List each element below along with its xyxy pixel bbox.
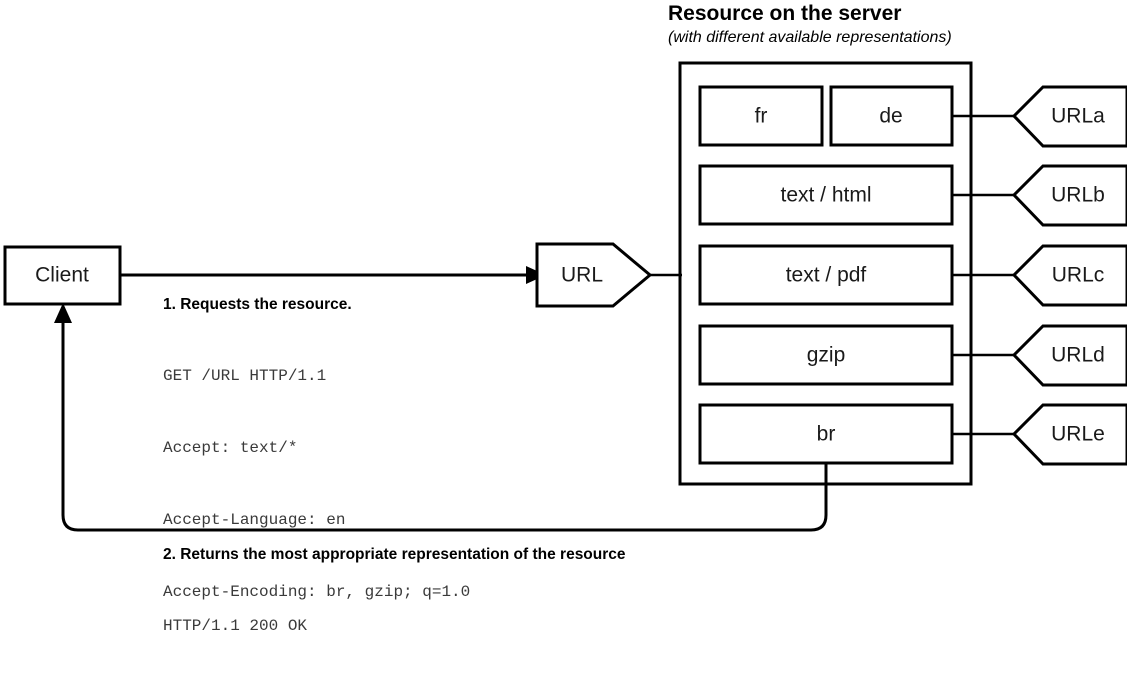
url-tag-label-urla: URLa bbox=[1051, 105, 1105, 128]
url-tag-urld bbox=[1011, 324, 1127, 387]
representation-box-fr bbox=[698, 85, 824, 147]
representation-label-de: de bbox=[879, 105, 902, 128]
representation-box-gzip bbox=[698, 324, 954, 386]
url-tag-label-urlb: URLb bbox=[1051, 184, 1105, 207]
request-line-2: Accept-Language: en bbox=[163, 511, 346, 529]
response-path bbox=[61, 318, 828, 532]
representation-label-fr: fr bbox=[755, 105, 768, 128]
url-tag-urla bbox=[1011, 85, 1127, 148]
request-line-0: GET /URL HTTP/1.1 bbox=[163, 367, 327, 385]
url-tag-label-urle: URLe bbox=[1051, 423, 1105, 446]
client-box bbox=[3, 245, 122, 306]
request-line-1: Accept: text/* bbox=[163, 439, 298, 457]
representation-label-text-html: text / html bbox=[780, 184, 871, 207]
request-line-3: Accept-Encoding: br, gzip; q=1.0 bbox=[163, 583, 471, 601]
response-line-0: HTTP/1.1 200 OK bbox=[163, 617, 308, 635]
url-tag-urlc bbox=[1011, 244, 1127, 307]
response-note-body: HTTP/1.1 200 OK Content-Location: /URLe … bbox=[163, 566, 626, 679]
representation-label-text-pdf: text / pdf bbox=[786, 264, 867, 287]
representation-box-text-html bbox=[698, 164, 954, 226]
url-tag-label-urld: URLd bbox=[1051, 344, 1105, 367]
representation-label-br: br bbox=[817, 423, 836, 446]
request-note-body: GET /URL HTTP/1.1 Accept: text/* Accept-… bbox=[163, 316, 470, 652]
representation-box-br bbox=[698, 403, 954, 465]
client-label: Client bbox=[35, 264, 89, 287]
url-tag-urle bbox=[1011, 403, 1127, 466]
url-tag-label-urlc: URLc bbox=[1052, 264, 1105, 287]
representation-label-gzip: gzip bbox=[807, 344, 846, 367]
url-node-shape bbox=[535, 242, 653, 308]
representation-box-text-pdf bbox=[698, 244, 954, 306]
request-note-heading: 1. Requests the resource. bbox=[163, 296, 352, 313]
request-note: 1. Requests the resource. GET /URL HTTP/… bbox=[163, 294, 470, 652]
url-tag-urlb bbox=[1011, 164, 1127, 227]
response-arrowhead-icon bbox=[54, 303, 72, 323]
server-title: Resource on the server bbox=[668, 2, 902, 25]
server-subtitle: (with different available representation… bbox=[668, 29, 952, 46]
response-note-heading: 2. Returns the most appropriate represen… bbox=[163, 546, 626, 563]
response-note: 2. Returns the most appropriate represen… bbox=[163, 544, 626, 679]
url-node-label: URL bbox=[561, 264, 603, 287]
representation-box-de bbox=[829, 85, 954, 147]
